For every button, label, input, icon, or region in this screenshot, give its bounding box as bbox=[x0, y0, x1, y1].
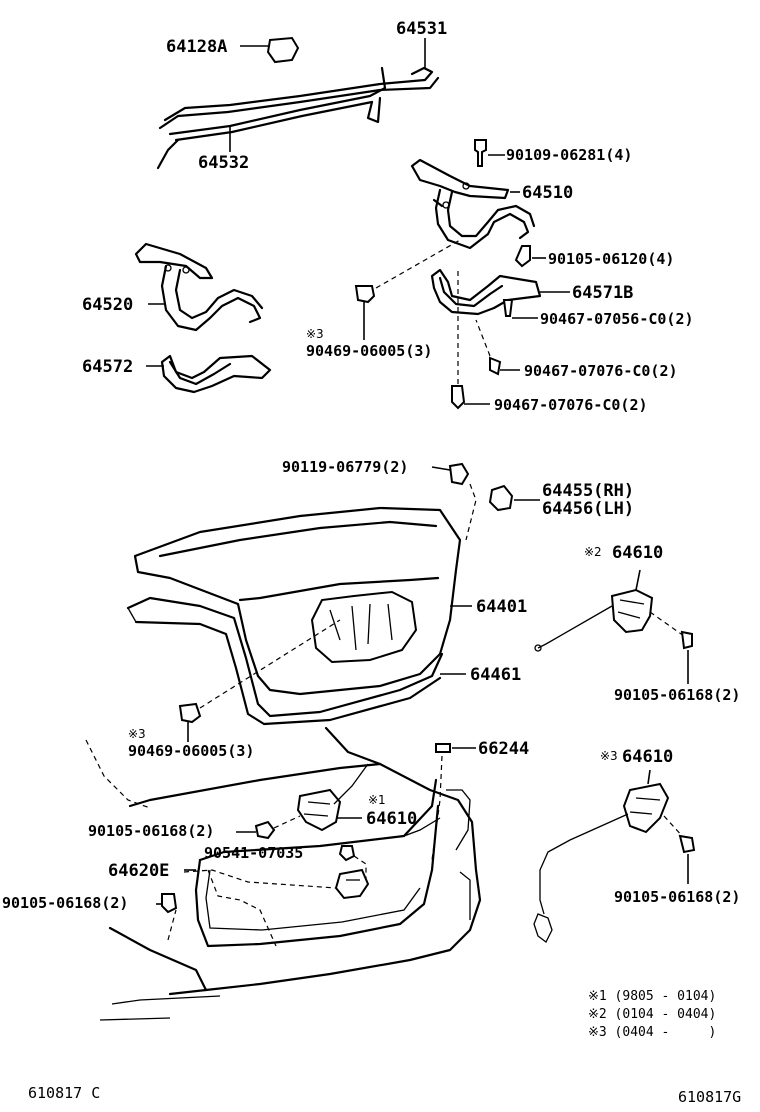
label-64531: 64531 bbox=[396, 19, 447, 39]
torsion-bar-assembly bbox=[156, 36, 440, 170]
label-64532: 64532 bbox=[198, 153, 249, 173]
label-64610-1: 64610 bbox=[366, 809, 417, 829]
label-90469-06005-top: 90469-06005(3) bbox=[306, 342, 432, 360]
label-90105-06168-a: 90105-06168(2) bbox=[614, 686, 740, 704]
diagram-code-left: 610817 C bbox=[28, 1084, 100, 1102]
lock-64610-2 bbox=[534, 569, 693, 684]
clip-90469-top bbox=[354, 239, 461, 340]
mark-3-low: ※3 bbox=[128, 727, 146, 741]
hinge-reinforcement-64572 bbox=[146, 354, 272, 394]
label-90105-06168-b: 90105-06168(2) bbox=[88, 822, 214, 840]
label-64401: 64401 bbox=[476, 597, 527, 617]
mark-3-right: ※3 bbox=[600, 749, 618, 763]
label-90105-06168-d: 90105-06168(2) bbox=[614, 888, 740, 906]
note-2: ※2 (0104 - 0404) bbox=[588, 1007, 716, 1022]
weatherstrip-64461 bbox=[126, 596, 466, 726]
stopper-assembly bbox=[431, 462, 540, 541]
label-64520: 64520 bbox=[82, 295, 133, 315]
bolts-90467-07076 bbox=[451, 270, 520, 410]
note-1: ※1 (9805 - 0104) bbox=[588, 989, 716, 1004]
applicability-notes: ※1 (9805 - 0104) ※2 (0104 - 0404) ※3 (04… bbox=[588, 989, 716, 1040]
label-64620E: 64620E bbox=[108, 861, 169, 881]
label-90467-07056: 90467-07056-C0(2) bbox=[540, 310, 694, 328]
label-64455: 64455(RH) bbox=[542, 481, 634, 501]
label-90469-06005-low: 90469-06005(3) bbox=[128, 742, 254, 760]
label-90119-06779: 90119-06779(2) bbox=[282, 458, 408, 476]
mark-2: ※2 bbox=[584, 545, 602, 559]
label-64610-3: 64610 bbox=[622, 747, 673, 767]
label-90105-06120: 90105-06120(4) bbox=[548, 250, 674, 268]
label-90105-06168-c: 90105-06168(2) bbox=[2, 894, 128, 912]
label-64610-2: 64610 bbox=[612, 543, 663, 563]
label-66244: 66244 bbox=[478, 739, 529, 759]
label-90109-06281: 90109-06281(4) bbox=[506, 146, 632, 164]
hinge-reinforcement-64571B bbox=[430, 268, 570, 319]
mark-3-top: ※3 bbox=[306, 327, 324, 341]
hinge-left bbox=[134, 242, 264, 332]
clip-90469-low bbox=[178, 619, 341, 742]
note-3: ※3 (0404 - ) bbox=[588, 1025, 716, 1040]
label-90467-07076-b: 90467-07076-C0(2) bbox=[494, 396, 648, 414]
label-90541-07035: 90541-07035 bbox=[204, 844, 303, 862]
diagram-code-right: 610817G bbox=[678, 1088, 741, 1106]
mark-1: ※1 bbox=[368, 793, 386, 807]
label-64572: 64572 bbox=[82, 357, 133, 377]
lock-64610-3 bbox=[533, 769, 696, 943]
label-64461: 64461 bbox=[470, 665, 521, 685]
label-64571B: 64571B bbox=[572, 283, 633, 303]
label-64456: 64456(LH) bbox=[542, 499, 634, 519]
label-90467-07076-a: 90467-07076-C0(2) bbox=[524, 362, 678, 380]
label-64128A: 64128A bbox=[166, 37, 227, 57]
label-64510: 64510 bbox=[522, 183, 573, 203]
trunk-lid bbox=[133, 506, 472, 696]
hinge-right bbox=[410, 139, 546, 268]
trunk-lock-parts bbox=[156, 743, 476, 914]
part-labels: 64128A 64531 64532 90109-06281(4) 64510 … bbox=[2, 19, 740, 912]
rear-body bbox=[85, 726, 482, 1021]
